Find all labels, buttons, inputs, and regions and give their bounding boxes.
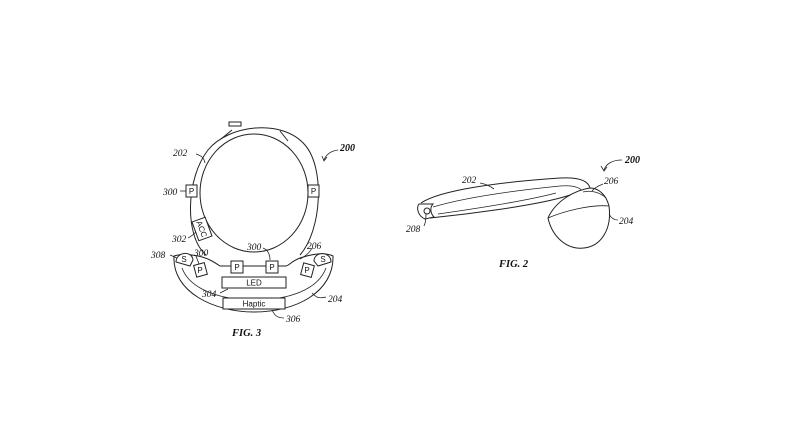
fig3-leader-304 [219,288,229,294]
fig3-ref-302: 302 [171,235,187,245]
fig2-ref-202: 202 [462,176,477,186]
fig3-leader-arrowhead [321,155,328,162]
fig3-pressure-label: P [304,266,309,275]
fig3-leader-300-housing [195,255,200,265]
fig3-ref-304: 304 [201,290,217,300]
fig3-led-bar [221,276,287,289]
fig3-leader-308 [169,254,178,259]
fig3-pressure-interior-2 [265,260,279,274]
fig3-pressure-label: P [311,187,316,196]
fig3-leader-306 [271,309,285,319]
fig2-band-inner [432,185,584,208]
fig2-leader-202 [479,182,495,190]
fig2-housing [547,187,611,249]
fig3-pressure-housing-right [300,262,315,278]
fig3-sensor-label: S [320,255,325,264]
fig3-ref-202: 202 [173,149,188,159]
fig3-haptic-bar [222,297,286,310]
fig3-band-outline [190,127,319,256]
fig3-band-inner [199,133,309,253]
fig2-leader-206 [591,183,604,192]
fig3-ref-300-housing: 300 [193,249,209,259]
fig2-leader-arrowhead [600,165,608,172]
fig3-leader-204 [311,292,327,299]
fig3-pressure-housing-left [193,262,208,278]
fig3-accelerometer [191,216,213,242]
fig3-pressure-label: P [234,263,239,272]
fig3-ref-200: 200 [339,143,355,154]
fig2-clasp-button [423,207,431,215]
fig3-sensor-label: S [181,255,186,264]
fig2-leader-200 [603,159,623,171]
fig3-leader-302 [187,231,197,239]
fig2-drawing: 200 202 206 204 208 FIG. 2 [406,155,640,270]
fig2-band-outer [420,177,591,204]
fig3-leader-300-interior [262,247,271,261]
fig3-band-seam [220,129,233,140]
fig3-ref-300-left: 300 [162,188,178,198]
fig3-ref-206: 206 [307,242,322,252]
fig2-ref-206: 206 [604,177,619,187]
fig2-leader-204 [608,213,619,221]
fig3-haptic-label: Haptic [243,300,266,309]
fig2-ref-200: 200 [624,155,640,166]
fig3-leader-202 [195,153,206,164]
fig2-housing-rim [547,205,610,219]
fig3-sensor-right [313,253,332,267]
fig2-housing-window [582,190,607,199]
fig2-ref-208: 208 [406,225,421,235]
fig3-housing-outline [173,253,334,313]
fig3-ref-204: 204 [328,295,343,305]
fig3-pressure-label: P [197,266,202,275]
fig3-led-label: LED [246,279,262,288]
fig2-ref-204: 204 [619,217,634,227]
fig2-band-inner-lower [437,192,557,215]
fig3-band-clip [228,121,242,127]
fig3-band-seam [279,130,289,142]
fig3-pressure-sensor-right [307,184,320,198]
fig3-ref-300-interior: 300 [246,243,262,253]
fig3-leader-206 [299,247,313,260]
fig2-leader-208 [423,213,427,227]
fig3-ref-308: 308 [150,251,166,261]
fig3-pressure-label: P [269,263,274,272]
fig3-sensor-left [175,253,194,267]
fig3-caption: FIG. 3 [231,328,261,339]
fig3-drawing: P P ACC S S P P P P LED Haptic [150,121,355,339]
fig2-caption: FIG. 2 [498,259,529,270]
fig3-leader-200 [323,149,339,161]
fig3-pressure-label: P [189,187,194,196]
fig3-pressure-interior-1 [230,260,244,274]
fig3-ref-306: 306 [285,315,301,325]
